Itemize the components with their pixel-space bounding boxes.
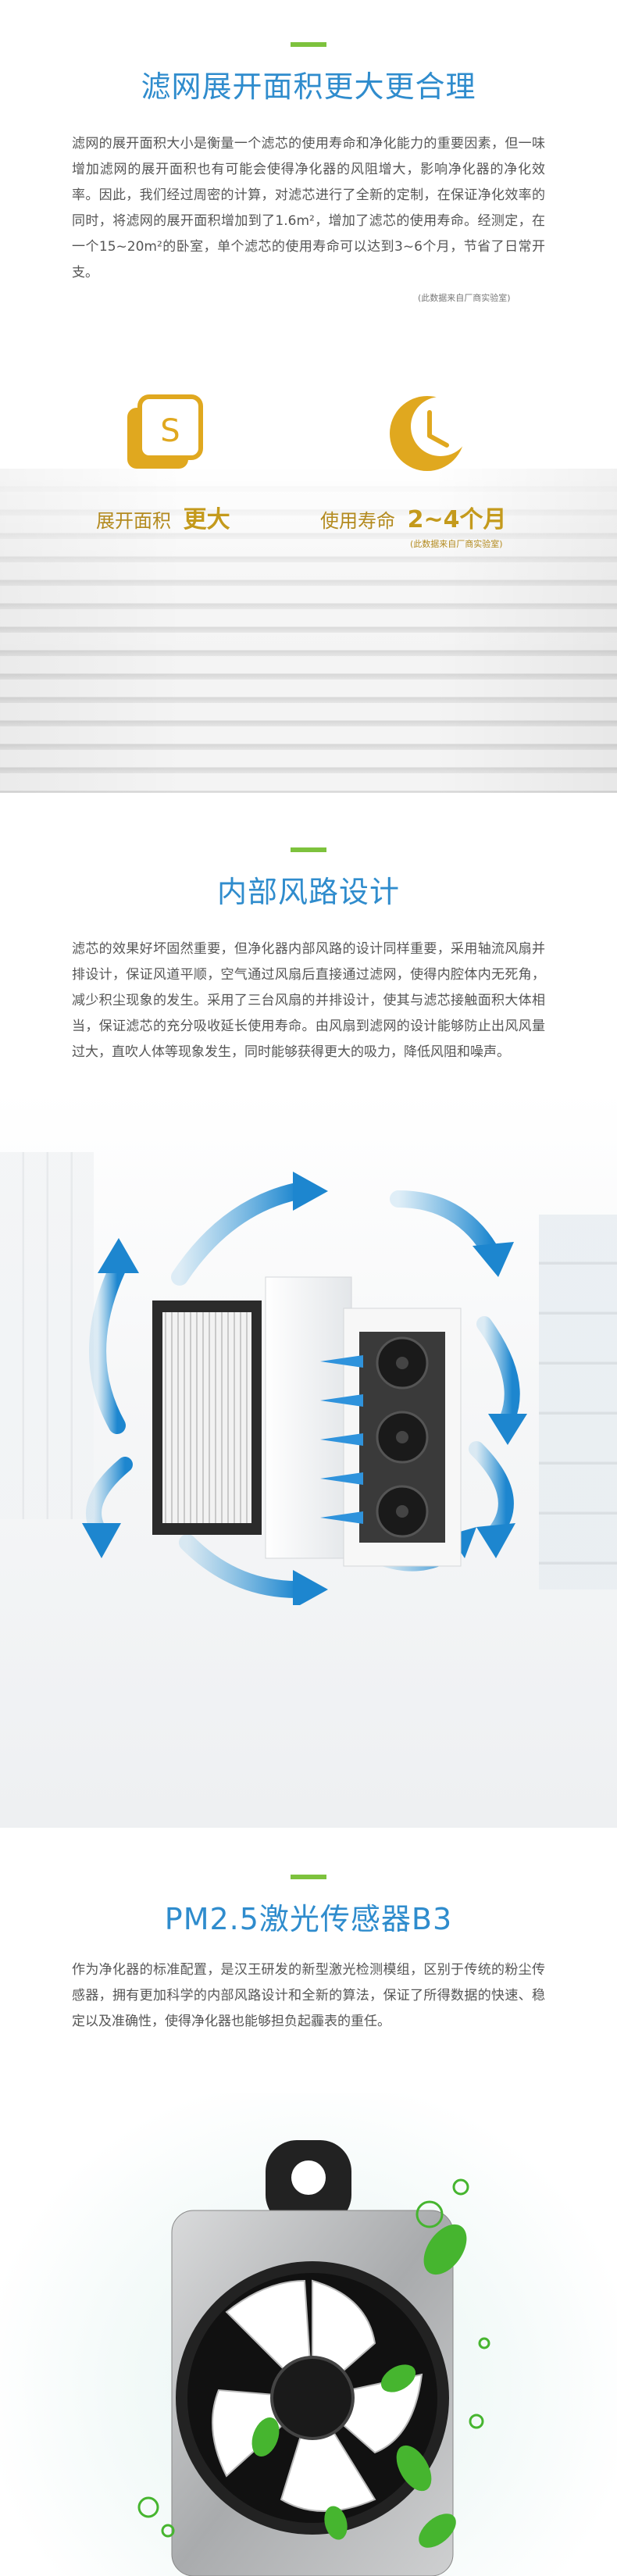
crescent-clock-icon bbox=[384, 391, 470, 476]
section-accent-bar bbox=[291, 1875, 326, 1879]
section-paragraph: 滤芯的效果好坏固然重要，但净化器内部风路的设计同样重要，采用轴流风扇并排设计，保… bbox=[72, 941, 545, 1060]
filter-area-section: 滤网展开面积更大更合理 滤网的展开面积大小是衡量一个滤芯的使用寿命和净化能力的重… bbox=[0, 0, 617, 793]
laser-sensor-section: PM2.5激光传感器B3 作为净化器的标准配置，是汉王研发的新型激光检测模组，区… bbox=[0, 1828, 617, 2576]
section-title: 滤网展开面积更大更合理 bbox=[141, 70, 476, 104]
feature-area-value: 更大 bbox=[183, 506, 230, 533]
section-title: 内部风路设计 bbox=[216, 875, 400, 909]
airflow-illustration bbox=[82, 1172, 527, 1605]
leaf-decorations bbox=[251, 2224, 467, 2548]
section-accent-bar bbox=[291, 42, 326, 47]
section-paragraph: 滤网的展开面积大小是衡量一个滤芯的使用寿命和净化能力的重要因素，但一味增加滤网的… bbox=[72, 136, 545, 280]
bubble-decorations bbox=[137, 2178, 490, 2538]
lifetime-data-note: (此数据来自厂商实验室) bbox=[410, 539, 503, 549]
feature-area: 展开面积 更大 bbox=[96, 500, 230, 534]
section-paragraph: 作为净化器的标准配置，是汉王研发的新型激光检测模组，区别于传统的粉尘传感器，拥有… bbox=[72, 1962, 545, 2029]
inner-flow-arrows bbox=[320, 1355, 363, 1524]
airflow-design-section: 内部风路设计 滤芯的效果好坏固然重要，但净化器内部风路的设计同样重要，采用轴流风… bbox=[0, 793, 617, 1828]
feature-lifetime-value: 2~4个月 bbox=[407, 506, 507, 533]
feature-lifetime: 使用寿命 2~4个月 bbox=[320, 500, 507, 534]
square-s-icon: S bbox=[121, 391, 207, 476]
filter-cartridge bbox=[152, 1300, 262, 1535]
svg-text:S: S bbox=[160, 413, 180, 449]
airflow-arrows bbox=[82, 1172, 527, 1605]
feature-lifetime-label: 使用寿命 bbox=[320, 510, 395, 532]
feature-area-label: 展开面积 bbox=[96, 510, 171, 532]
section-accent-bar bbox=[291, 847, 326, 852]
mounting-tab bbox=[266, 2140, 351, 2226]
section-title: PM2.5激光传感器B3 bbox=[164, 1902, 453, 1936]
staircase-background bbox=[0, 469, 617, 793]
laser-sensor-illustration bbox=[137, 2140, 490, 2576]
sensor-fan bbox=[176, 2261, 449, 2535]
data-source-note: (此数据来自厂商实验室) bbox=[418, 293, 511, 303]
